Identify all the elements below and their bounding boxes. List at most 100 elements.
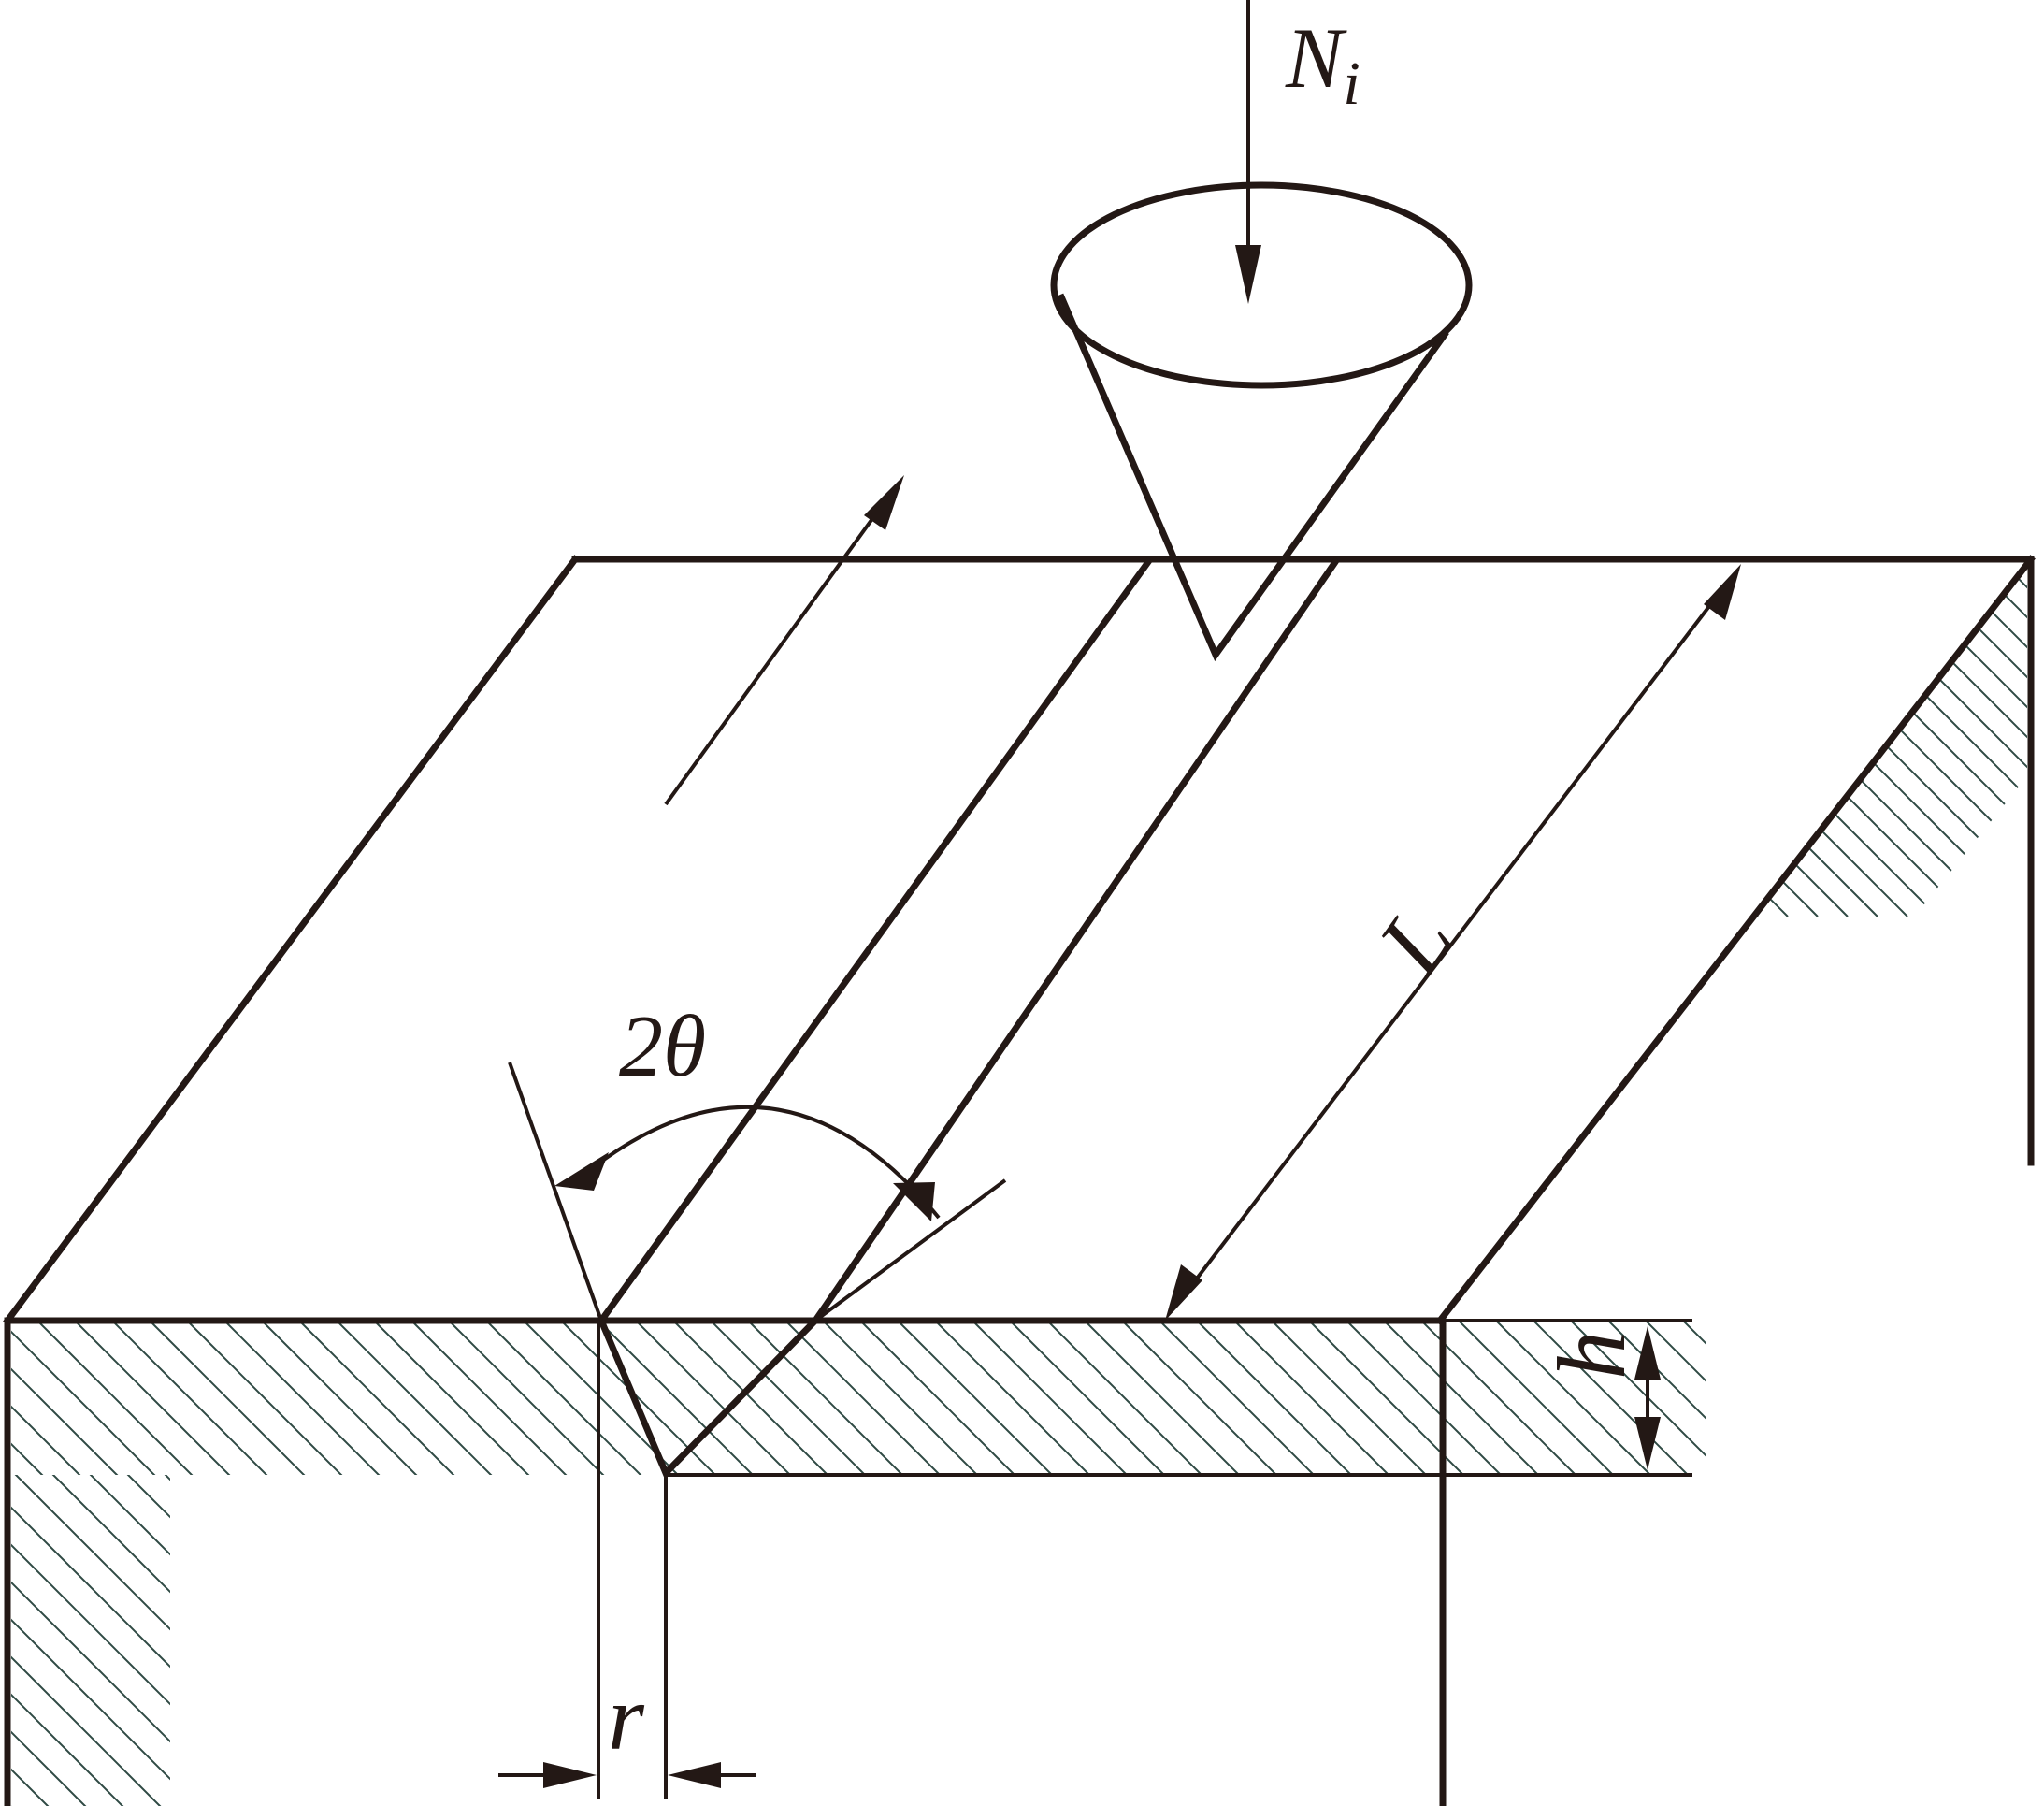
radius-label: r	[608, 1666, 645, 1770]
hatch-line	[1084, 1321, 1241, 1475]
arrows	[498, 0, 1741, 1788]
hatch-line	[1607, 1321, 1706, 1420]
hatch-line	[1440, 561, 1669, 917]
hatch-line	[1693, 561, 2027, 917]
hatch-line	[298, 1321, 455, 1475]
angle-ray-left	[508, 1062, 603, 1322]
hatch-line	[1440, 561, 1639, 917]
hatch-line	[11, 1655, 162, 1806]
hatch-line	[11, 1768, 50, 1806]
hatch-line	[448, 1321, 605, 1475]
hatch-line	[149, 1321, 306, 1475]
length-dimension-line	[1186, 592, 1720, 1293]
groove-left-edge	[598, 556, 1153, 1323]
hatch-line	[1121, 1321, 1278, 1475]
hatch-line	[1308, 1321, 1465, 1475]
angle-arrow-head-right	[893, 1182, 935, 1221]
hatch-line	[261, 1321, 418, 1475]
hatch-line	[1484, 561, 1878, 917]
hatch-line	[1458, 1321, 1615, 1475]
hatch-line	[1723, 561, 2027, 917]
hatch-line	[410, 1321, 568, 1475]
length-arrow-head-bottom	[1165, 1264, 1202, 1321]
depth-arrow-head-bottom	[1634, 1417, 1661, 1470]
hatch-line	[164, 1475, 170, 1481]
indenter-top-ellipse	[1050, 181, 1473, 389]
hatch-line	[1682, 1321, 1706, 1345]
hatch-line	[11, 1405, 81, 1475]
hatch-line	[1009, 1321, 1166, 1475]
hatch-line	[523, 1321, 680, 1475]
depth-arrow-head-top	[1634, 1326, 1661, 1380]
hatch-line	[1533, 1321, 1690, 1475]
groove-right-edge	[813, 557, 1340, 1322]
hatch-line	[223, 1321, 381, 1475]
force-label-subscript: i	[1343, 50, 1360, 118]
hatch-line	[822, 1321, 979, 1475]
hatch-line	[1645, 1321, 1706, 1382]
hatch-line	[972, 1321, 1129, 1475]
hatch-line	[710, 1321, 867, 1475]
depth-label: h	[1538, 1331, 1646, 1380]
hatch-line	[897, 1321, 1054, 1475]
hatch-line	[51, 1475, 170, 1594]
front-section-hatching	[11, 1321, 1706, 1475]
radius-arrow-right-head	[668, 1762, 721, 1788]
scratch-groove	[597, 556, 1340, 1480]
reference-lines	[508, 1062, 1692, 1799]
angle-label: 2θ	[619, 998, 706, 1095]
hatch-line	[1383, 1321, 1540, 1475]
hatch-line	[11, 1581, 170, 1743]
hatch-line	[1634, 561, 2027, 917]
hatch-line	[1196, 1321, 1353, 1475]
hatch-line	[1420, 1321, 1577, 1475]
cone-indenter	[1050, 181, 1473, 662]
hatch-line	[1454, 561, 1849, 917]
hatch-line	[1783, 561, 2027, 917]
hatch-line	[11, 1543, 170, 1706]
indenter-cone-body	[1057, 293, 1449, 662]
force-label: Ni	[1285, 10, 1360, 118]
angle-arc	[580, 1105, 941, 1220]
hatch-line	[11, 1730, 87, 1806]
hatch-line	[1440, 561, 1609, 917]
hatch-line	[11, 1693, 124, 1806]
top-right-edge	[1435, 555, 2036, 1325]
hatch-line	[14, 1475, 170, 1631]
hatch-line	[1233, 1321, 1390, 1475]
hatch-line	[1570, 1321, 1706, 1457]
hatch-line	[186, 1321, 343, 1475]
hatch-line	[1873, 561, 2027, 917]
right-section-hatching	[1440, 561, 2027, 917]
hatch-line	[74, 1321, 231, 1475]
length-label: L	[1358, 889, 1474, 993]
hatch-line	[11, 1506, 170, 1669]
hatch-line	[11, 1618, 170, 1781]
hatch-line	[1663, 561, 2027, 917]
hatch-line	[1271, 1321, 1428, 1475]
scratch-direction-arrow-shaft	[664, 508, 881, 806]
hatch-line	[36, 1321, 194, 1475]
hatch-line	[336, 1321, 493, 1475]
hatch-line	[11, 1367, 119, 1475]
hatch-line	[1159, 1321, 1316, 1475]
load-arrow-head	[1235, 245, 1261, 304]
top-left-edge	[3, 555, 580, 1325]
scratch-direction-arrow-head	[864, 475, 904, 530]
angle-arrow-head-left	[554, 1152, 609, 1191]
hatch-line	[1495, 1321, 1652, 1475]
groove-profile	[597, 1318, 818, 1480]
hatch-line	[373, 1321, 530, 1475]
hatch-line	[747, 1321, 904, 1475]
hatch-line	[11, 1330, 156, 1475]
length-arrow-head-top	[1704, 564, 1741, 620]
hatch-line	[1046, 1321, 1203, 1475]
hatch-line	[1440, 561, 1699, 917]
hatch-line	[1993, 561, 2027, 917]
angle-ray-right	[813, 1178, 1007, 1322]
hatch-line	[126, 1475, 170, 1519]
hatch-line	[1544, 561, 1938, 917]
hatch-line	[597, 1321, 755, 1475]
hatch-line	[934, 1321, 1091, 1475]
